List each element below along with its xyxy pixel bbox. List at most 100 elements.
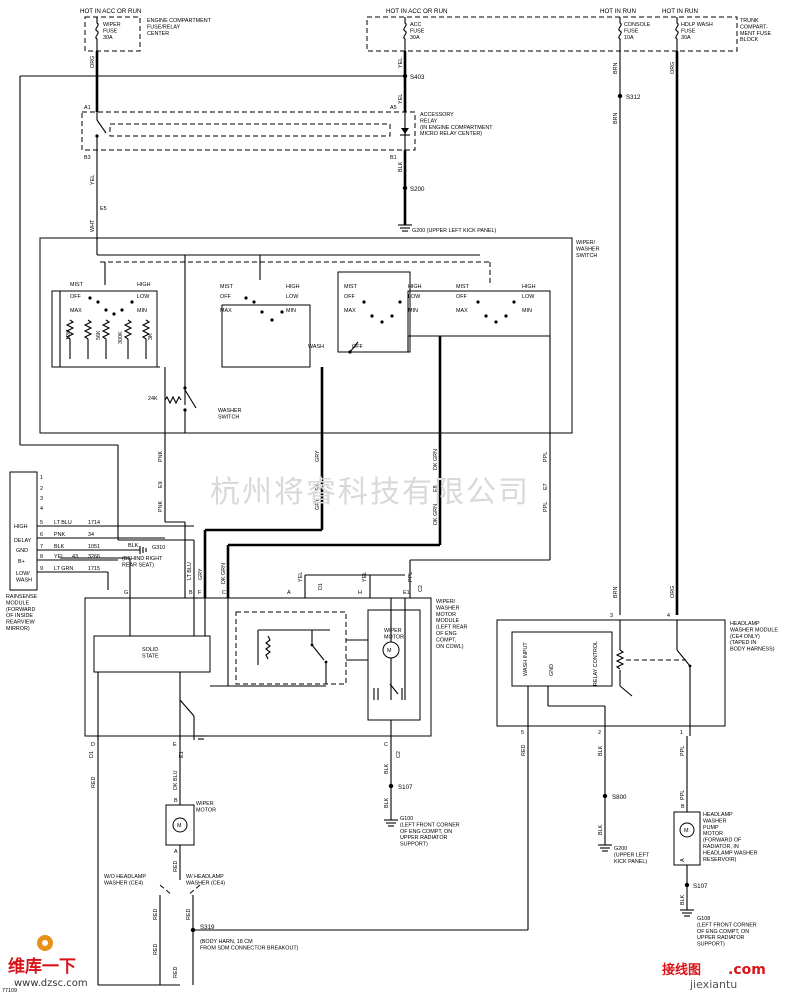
svg-text:B+: B+: [18, 559, 25, 565]
wire-yel-1: YEL: [398, 58, 404, 68]
pin-c: C: [222, 590, 226, 596]
pin-a1: A1: [84, 105, 91, 111]
headlamp-pump-box: [673, 811, 701, 866]
main-wires: [19, 51, 679, 615]
svg-text:HIGH: HIGH: [14, 524, 28, 530]
wash-input-label: WASH INPUT: [523, 642, 529, 676]
sw2-high: HIGH: [286, 284, 300, 290]
wire-red-hp: RED: [521, 745, 527, 756]
sw4-high: HIGH: [522, 284, 536, 290]
dzsc-logo: [37, 935, 53, 951]
pin-a: A: [287, 590, 291, 596]
wire-ppl: PPL: [543, 452, 549, 462]
wire-org-3: ORG: [670, 586, 676, 598]
pin-g: G: [124, 590, 128, 596]
logo-right-com: .com: [728, 962, 766, 978]
sw2-mist: MIST: [220, 284, 234, 290]
pin-d: D: [91, 742, 95, 748]
headlamp-lower-wires: [604, 736, 688, 910]
sw2-off: OFF: [220, 294, 231, 300]
wire-gry-2: GRY: [198, 568, 204, 580]
r-24k: 24K: [148, 396, 158, 402]
g310-label: G310: [152, 545, 165, 551]
fuse-symbols: [95, 17, 679, 51]
motor-module-output-wires: [97, 736, 392, 986]
splice-s800: [602, 793, 608, 799]
wire-yel-2: YEL: [398, 94, 404, 104]
svg-text:1715: 1715: [88, 566, 100, 572]
rainsense-module-box: [9, 471, 38, 591]
sw3-off2: OFF: [352, 344, 363, 350]
pin-f: F: [198, 590, 202, 596]
pin-c2-upper: C2: [418, 585, 424, 592]
wire-ppl-2: PPL: [680, 746, 686, 756]
logo-top-text: 维库一下: [8, 956, 76, 977]
svg-text:M: M: [387, 648, 392, 654]
pin-a5: A5: [390, 105, 397, 111]
r-12m: 12M: [66, 329, 72, 340]
motor-module-ground-symbol: [196, 735, 206, 740]
wire-blk-3: BLK: [384, 797, 390, 808]
svg-text:LOW/WASH: LOW/WASH: [16, 571, 32, 583]
sw1-high: HIGH: [137, 282, 151, 288]
hp-gnd-label: GND: [549, 664, 555, 676]
hp-pin-4: 4: [667, 613, 670, 619]
sw4-mist: MIST: [456, 284, 470, 290]
wire-brn-3: BRN: [613, 587, 619, 598]
watermark-text: 杭州将睿科技有限公司: [210, 475, 530, 510]
s107-label: S107: [398, 784, 413, 791]
hot-label-1: HOT IN ACC OR RUN: [80, 8, 141, 15]
figure-id: 77109: [2, 988, 17, 994]
motor-module-feed-wires: [304, 574, 405, 598]
sw4-low: LOW: [522, 294, 535, 300]
svg-text:7: 7: [40, 544, 43, 550]
sw2-low: LOW: [286, 294, 299, 300]
hp-pin-1: 1: [680, 730, 683, 736]
option-branch: [159, 736, 529, 985]
svg-text:34: 34: [88, 532, 94, 538]
wire-blk-5: BLK: [598, 824, 604, 835]
motor-pin-a: A: [174, 849, 178, 855]
g200-label: G200 (UPPER LEFT KICK PANEL): [412, 228, 496, 234]
wire-org-2: ORG: [670, 62, 676, 74]
pin-e8: E8: [433, 485, 439, 492]
wiper-motor-m-circle: [172, 817, 188, 833]
wire-dkgrn: DK GRN: [433, 449, 439, 470]
ground-g108-symbol: [680, 909, 694, 917]
wire-yel-3: YEL: [90, 175, 96, 185]
splice-s200: [402, 185, 408, 191]
wire-ppl-4: PPL: [408, 572, 414, 582]
wire-blk-1: BLK: [398, 161, 404, 172]
relay-internals: [95, 112, 410, 150]
wire-brn-2: BRN: [613, 113, 619, 124]
wire-ppl-3: PPL: [680, 790, 686, 800]
pin-e1-upper: E1: [403, 590, 410, 596]
motor-module-box: [84, 597, 432, 737]
hot-label-4: HOT IN RUN: [662, 8, 698, 15]
sw1-mist: MIST: [70, 282, 84, 288]
pin-c-lower: C: [384, 742, 388, 748]
pin-e1-lower: E1: [179, 751, 185, 758]
sw4-max: MAX: [456, 308, 468, 314]
splice-s312: [617, 93, 623, 99]
svg-text:3266: 3266: [88, 554, 100, 560]
r-56k: 56K: [96, 330, 102, 340]
r-3k: 3K: [148, 333, 154, 340]
wire-gry: GRY: [315, 450, 321, 462]
svg-text:3: 3: [40, 496, 43, 502]
motor-pin-b: B: [174, 798, 178, 804]
ground-g200b-symbol: [598, 844, 612, 852]
rainsense-pins: 1 2 3 4 5 6 7 8 9 HIGH DELAY GND B+ LOW/…: [14, 475, 100, 583]
